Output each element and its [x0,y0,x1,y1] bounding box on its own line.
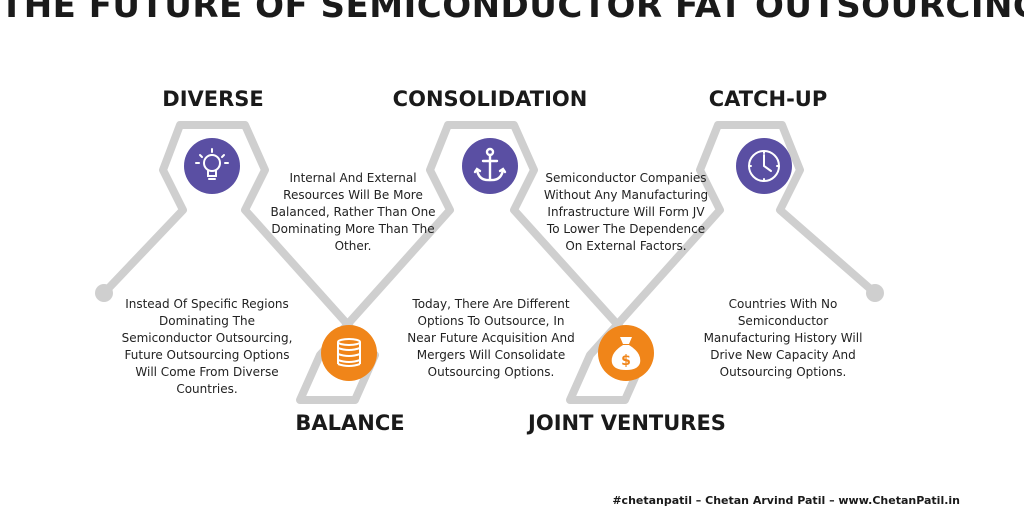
path-end-dot [866,284,884,302]
desc-consolidation: Today, There Are Different Options To Ou… [407,297,575,379]
desc-diverse: Instead Of Specific Regions Dominating T… [121,297,293,396]
svg-text:$: $ [621,353,631,369]
desc-balance: Internal And External Resources Will Be … [270,171,436,253]
footer-credit: #chetanpatil – Chetan Arvind Patil – www… [612,494,960,507]
lightbulb-icon [184,138,240,194]
path-start-dot [95,284,113,302]
anchor-icon [462,138,518,194]
clock-icon [736,138,792,194]
money-bag-icon: $ [598,325,654,381]
heading-consolidation: CONSOLIDATION [392,87,588,111]
heading-catch-up: CATCH-UP [708,87,828,111]
desc-joint-ventures: Semiconductor Companies Without Any Manu… [543,171,709,253]
heading-balance: BALANCE [295,411,405,435]
coins-stack-icon [321,325,377,381]
desc-catch-up: Countries With No Semiconductor Manufact… [703,297,863,379]
heading-joint-ventures: JOINT VENTURES [528,411,726,435]
page-title: THE FUTURE OF SEMICONDUCTOR FAT OUTSOURC… [0,0,1024,26]
heading-diverse: DIVERSE [162,87,264,111]
